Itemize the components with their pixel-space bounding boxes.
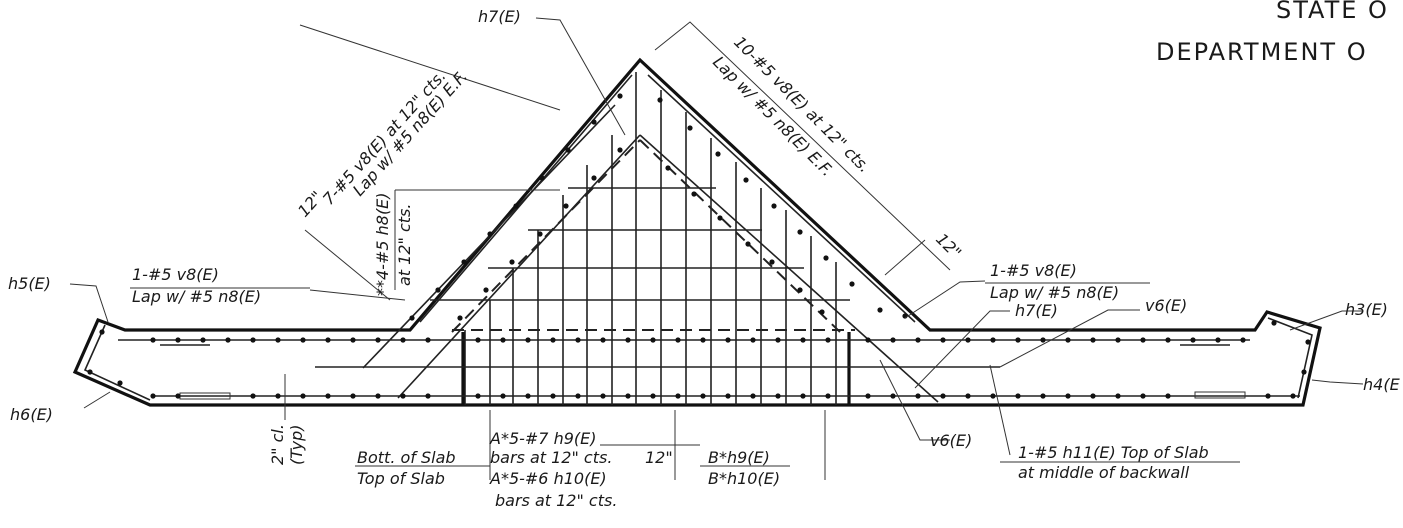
label-v6-bottom: v6(E) (930, 431, 972, 450)
label-bott-slab: Bott. of Slab (357, 448, 456, 467)
label-h11: 1-#5 h11(E) Top of Slab (1018, 443, 1209, 462)
label-h6: h6(E) (10, 405, 53, 424)
slab-lap-right-bottom (1194, 391, 1246, 399)
label-a-h10: A*5-#6 h10(E) (489, 469, 607, 488)
label-h7-right: h7(E) (1015, 301, 1058, 320)
title-line-2: DEPARTMENT O (1156, 38, 1368, 66)
hook-right (1267, 317, 1313, 399)
inclined-bar-left-lower (397, 134, 641, 399)
label-top-slab: Top of Slab (357, 469, 445, 488)
label-v6-top-right: v6(E) (1145, 296, 1187, 315)
title-line-1: STATE O (1276, 0, 1389, 24)
label-left-v8-lap: Lap w/ #5 n8(E) (132, 287, 261, 306)
label-b-h9: B*h9(E) (708, 448, 770, 467)
label-h5: h5(E) (8, 274, 51, 293)
label-clearance-a: 2" cl. (268, 424, 287, 465)
rebar-dots (87, 93, 1311, 399)
label-left-v8: 1-#5 v8(E) (132, 265, 219, 284)
leader-lines (69, 17, 1364, 456)
label-h11-sub: at middle of backwall (1018, 463, 1190, 482)
label-a-h10-spacing: bars at 12" cts. (495, 491, 617, 510)
slab-outline (72, 57, 1322, 407)
hook-left (83, 324, 151, 401)
label-left-inclined: 7-#5 v8(E) at 12" cts. (319, 66, 450, 208)
label-center-vert-a: **4-#5 h8(E) (373, 192, 392, 296)
dimension-lines (284, 21, 1240, 480)
label-a-h9: A*5-#7 h9(E) (489, 429, 596, 448)
label-h4: h4(E (1363, 375, 1401, 394)
label-a-h9-spacing: bars at 12" cts. (490, 448, 612, 467)
label-clearance-b: (Typ) (287, 425, 306, 466)
label-center-vert-b: at 12" cts. (395, 204, 414, 286)
label-h7-top: h7(E) (478, 7, 521, 26)
label-b-h10: B*h10(E) (708, 469, 780, 488)
label-right-v8: 1-#5 v8(E) (990, 261, 1077, 280)
label-left-inclined-lap: Lap w/ #5 n8(E) E.F. (349, 67, 471, 200)
inclined-bar-left-lap (362, 104, 616, 369)
inclined-bar-right-inner (647, 74, 916, 323)
label-h3: h3(E) (1345, 300, 1388, 319)
label-right-v8-lap: Lap w/ #5 n8(E) (990, 283, 1119, 302)
label-dim-12: 12" (645, 448, 673, 467)
